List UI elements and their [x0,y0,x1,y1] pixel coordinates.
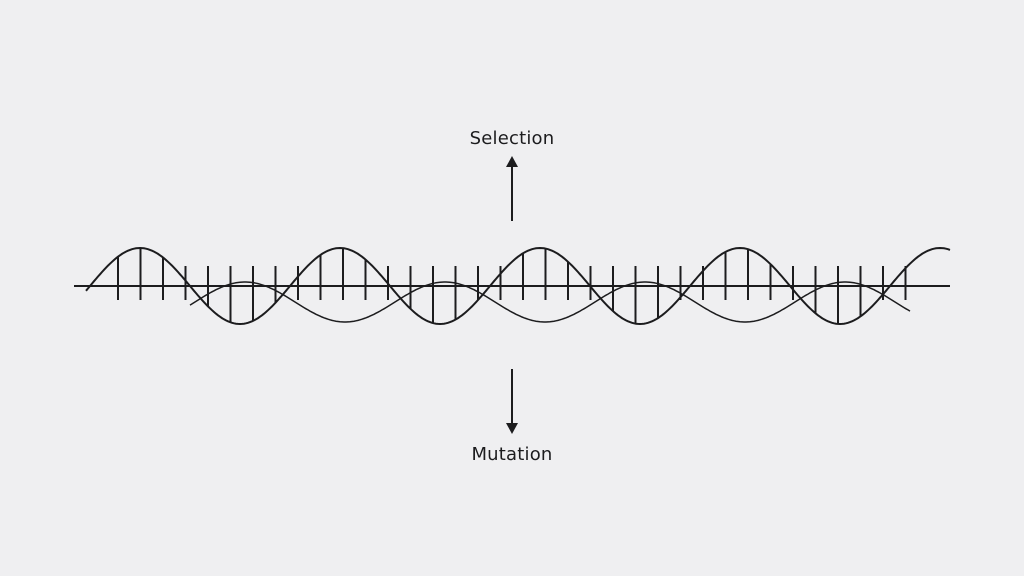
selection-label: Selection [469,128,555,149]
helix-strand-secondary [189,281,911,323]
helix-strand-primary [85,246,951,326]
up-arrow-icon [506,156,518,167]
down-arrow-icon [506,423,518,434]
mutation-label: Mutation [471,444,553,465]
